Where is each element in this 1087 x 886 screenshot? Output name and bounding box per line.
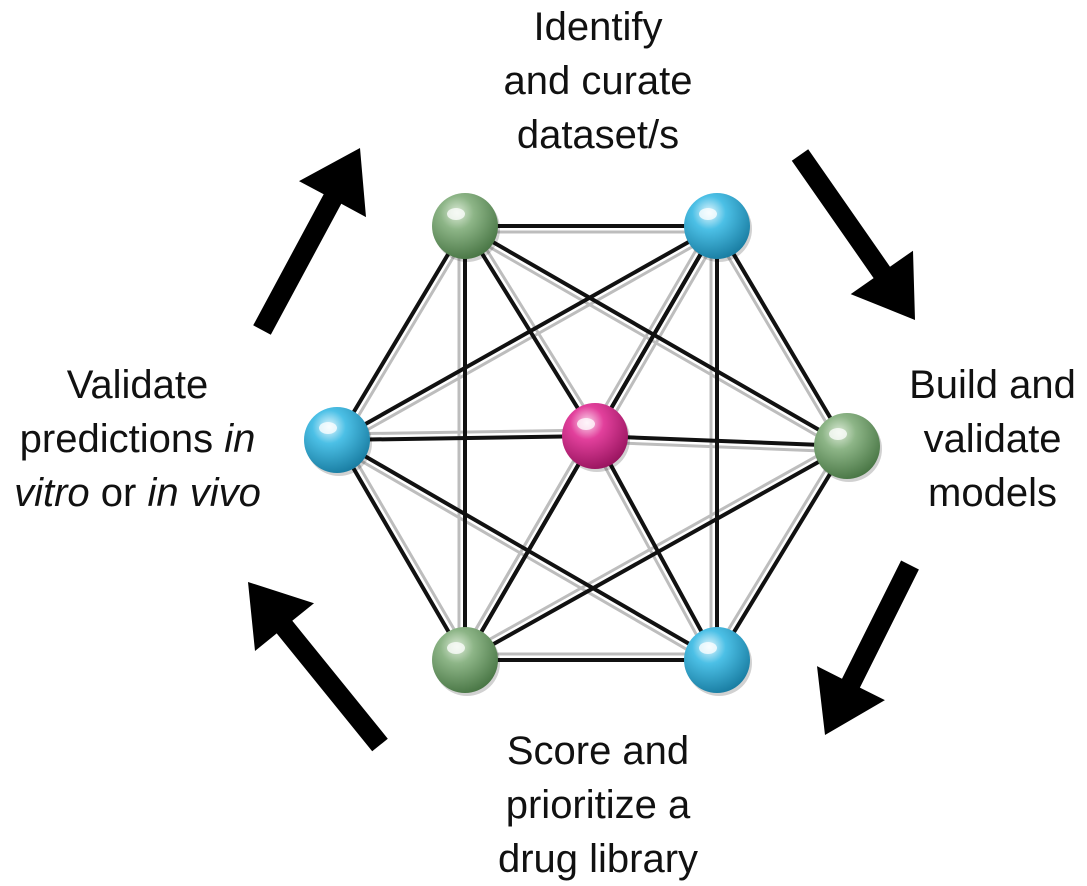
step-label-line: drug library: [497, 837, 699, 881]
node-top-left: [432, 193, 500, 262]
step-label-build-models: Build and validate models: [895, 358, 1087, 520]
node-top-right: [684, 193, 752, 262]
step-label-line: and curate: [503, 59, 693, 103]
edge-top-left-right: [463, 224, 849, 448]
step-label-italic: in vivo: [147, 471, 261, 515]
step-label-italic: vitro: [14, 471, 90, 515]
node-sphere: [562, 403, 628, 469]
step-label-line: Validate: [66, 363, 209, 407]
node-bottom-left: [432, 627, 500, 696]
edge-top-right-right: [715, 224, 849, 448]
edge-left-top-left: [335, 224, 467, 442]
edges: [335, 224, 849, 662]
edge-shadow: [340, 227, 472, 445]
node-highlight: [699, 642, 717, 654]
edge-shadow: [340, 435, 472, 659]
node-bottom-right: [684, 627, 752, 696]
edge-bottom-left-left: [335, 438, 467, 662]
nodes: [304, 193, 882, 696]
node-highlight: [577, 418, 595, 430]
step-label-line: models: [928, 471, 1057, 515]
node-highlight: [829, 428, 847, 440]
arrow-top-to-right: [791, 149, 915, 320]
node-sphere: [684, 193, 750, 259]
step-label-line: prioritize a: [505, 783, 691, 827]
node-left: [304, 407, 372, 476]
arrow-right-to-bottom: [817, 560, 919, 735]
step-label-validate-predictions: Validate predictions in vitro or in vivo: [0, 358, 275, 520]
edge-right-bottom-left: [463, 444, 849, 662]
step-label-line: validate: [923, 417, 1062, 461]
edge-shadow: [710, 441, 844, 659]
node-highlight: [447, 208, 465, 220]
edge-shadow: [598, 227, 724, 441]
edge-shadow: [460, 439, 846, 657]
edge-shadow: [460, 229, 846, 453]
step-label-identify-dataset: Identify and curate dataset/s: [433, 0, 763, 162]
edge-shadow: [588, 437, 714, 665]
arrow-left-to-top: [253, 148, 366, 335]
step-label-line: predictions in: [0, 412, 275, 466]
edge-center-top-left: [463, 224, 597, 438]
edge-center-bottom-right: [593, 434, 719, 662]
node-center: [562, 403, 630, 472]
step-label-line: Identify: [533, 5, 663, 49]
edge-shadow: [710, 227, 844, 451]
node-highlight: [319, 422, 337, 434]
step-label-text: or: [89, 471, 148, 515]
edge-center-left: [335, 434, 597, 442]
cycle-arrows: [248, 148, 919, 752]
step-label-score-library: Score and prioritize a drug library: [433, 724, 763, 886]
node-highlight: [447, 642, 465, 654]
edge-right-bottom-right: [715, 444, 849, 662]
node-sphere: [432, 627, 498, 693]
edge-center-right: [593, 434, 849, 448]
step-label-line: Score and: [506, 729, 690, 773]
node-sphere: [432, 193, 498, 259]
node-right: [814, 413, 882, 482]
step-label-line: vitro or in vivo: [0, 466, 275, 520]
edge-shadow: [593, 440, 849, 454]
edge-center-top-right: [593, 224, 719, 438]
edge-shadow: [458, 431, 592, 659]
edge-center-bottom-left: [463, 434, 597, 662]
step-label-line: dataset/s: [516, 113, 680, 157]
step-label-italic: in: [224, 417, 256, 461]
node-sphere: [684, 627, 750, 693]
node-sphere: [814, 413, 880, 479]
edge-left-top-right: [335, 224, 719, 442]
node-sphere: [304, 407, 370, 473]
node-highlight: [699, 208, 717, 220]
step-label-line: Build and: [909, 363, 1076, 407]
step-label-text: predictions: [19, 417, 225, 461]
arrow-bottom-to-left: [248, 582, 388, 752]
edge-shadow: [338, 229, 722, 447]
